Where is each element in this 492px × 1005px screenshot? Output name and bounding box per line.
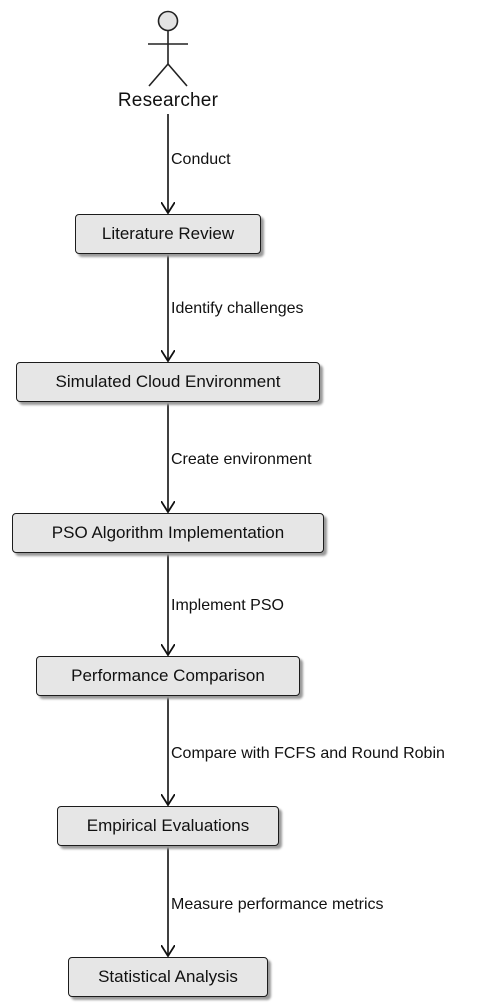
node-statistical-analysis: Statistical Analysis <box>68 957 268 997</box>
edge-label-compare: Compare with FCFS and Round Robin <box>171 745 445 762</box>
edge-label-identify-challenges: Identify challenges <box>171 300 304 317</box>
edge-label-create-environment: Create environment <box>171 451 312 468</box>
node-pso-algorithm-implementation: PSO Algorithm Implementation <box>12 513 324 553</box>
actor-figure <box>148 10 188 87</box>
node-performance-comparison: Performance Comparison <box>36 656 300 696</box>
actor-right-leg <box>167 63 188 87</box>
actor-left-leg <box>148 63 169 87</box>
edge-label-implement-pso: Implement PSO <box>171 597 284 614</box>
actor-label: Researcher <box>117 90 219 111</box>
node-empirical-evaluations: Empirical Evaluations <box>57 806 279 846</box>
node-simulated-cloud-environment: Simulated Cloud Environment <box>16 362 320 402</box>
actor-head <box>157 10 179 32</box>
edge-label-measure-metrics: Measure performance metrics <box>171 896 384 913</box>
edge-label-conduct: Conduct <box>171 151 231 168</box>
node-literature-review: Literature Review <box>75 214 261 254</box>
